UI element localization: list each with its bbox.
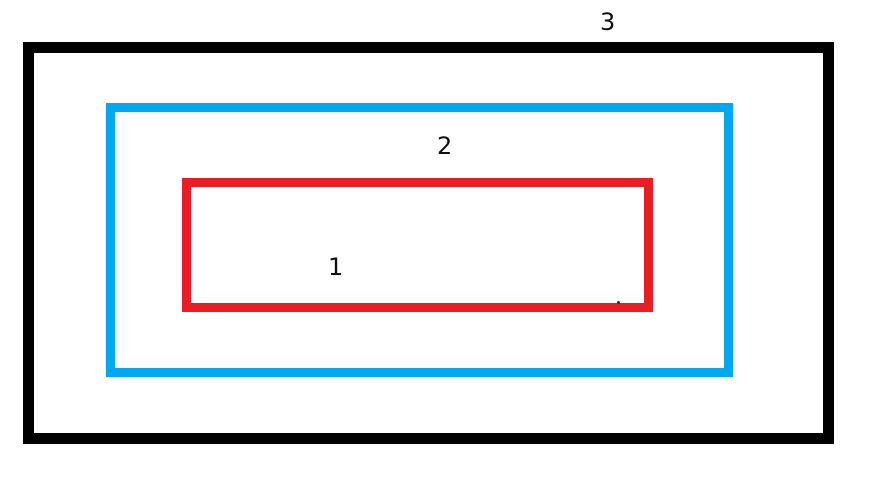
box-3-label: 3 bbox=[600, 8, 616, 36]
inner-red-box bbox=[182, 178, 653, 312]
outer-black-box bbox=[23, 42, 834, 444]
box-1-label: 1 bbox=[328, 253, 344, 281]
middle-blue-box bbox=[106, 103, 733, 377]
box-2-label: 2 bbox=[437, 132, 453, 160]
stray-dot bbox=[617, 301, 620, 304]
